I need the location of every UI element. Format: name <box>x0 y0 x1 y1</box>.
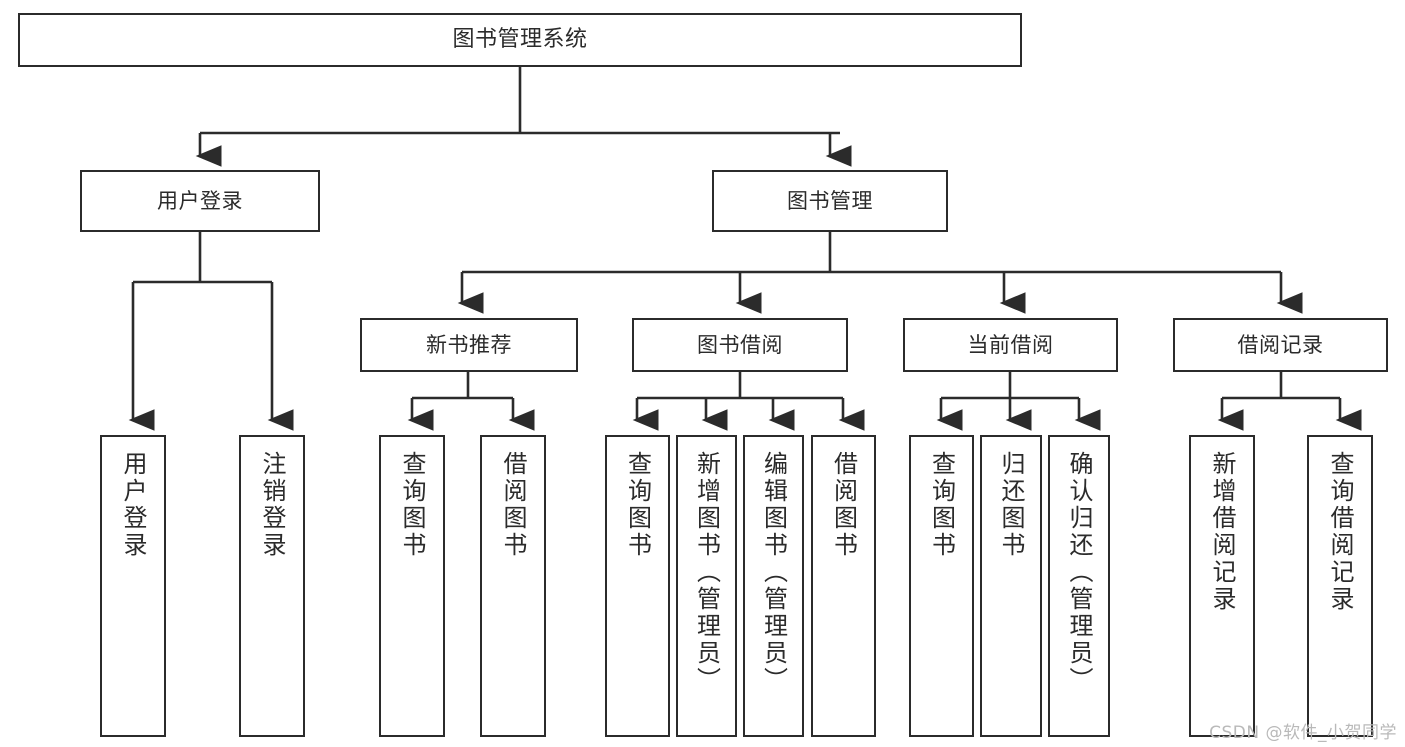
leaf-query-borrow-record-label: 查询借阅记录 <box>1326 451 1354 613</box>
leaf-query-book-3-label: 查询图书 <box>927 451 956 559</box>
leaf-edit-book[interactable]: 编辑图书（管理员） <box>743 435 804 737</box>
leaf-borrow-book-1-label: 借阅图书 <box>499 451 527 559</box>
leaf-user-login-label: 用户登录 <box>119 451 147 559</box>
leaf-add-book[interactable]: 新增图书（管理员） <box>676 435 737 737</box>
leaf-query-book-1[interactable]: 查询图书 <box>379 435 445 737</box>
node-borrow-record-label: 借阅记录 <box>1237 332 1324 357</box>
leaf-query-book-3[interactable]: 查询图书 <box>909 435 974 737</box>
node-borrow-record[interactable]: 借阅记录 <box>1173 318 1388 372</box>
node-root-system-label: 图书管理系统 <box>452 27 588 53</box>
leaf-user-login[interactable]: 用户登录 <box>100 435 166 737</box>
leaf-borrow-book-2-label: 借阅图书 <box>829 451 858 559</box>
node-book-borrow[interactable]: 图书借阅 <box>632 318 848 372</box>
node-book-management[interactable]: 图书管理 <box>712 170 948 232</box>
leaf-add-borrow-record[interactable]: 新增借阅记录 <box>1189 435 1255 737</box>
node-user-login-label: 用户登录 <box>157 188 243 213</box>
leaf-return-book-label: 归还图书 <box>997 451 1025 559</box>
leaf-confirm-return-label: 确认归还（管理员） <box>1065 451 1093 694</box>
leaf-edit-book-label: 编辑图书（管理员） <box>759 451 788 694</box>
leaf-add-book-label: 新增图书（管理员） <box>692 451 721 694</box>
leaf-confirm-return[interactable]: 确认归还（管理员） <box>1048 435 1110 737</box>
leaf-logout-login-label: 注销登录 <box>258 451 286 559</box>
node-current-borrow-label: 当前借阅 <box>967 332 1054 357</box>
node-user-login[interactable]: 用户登录 <box>80 170 320 232</box>
leaf-query-book-1-label: 查询图书 <box>398 451 426 559</box>
leaf-add-borrow-record-label: 新增借阅记录 <box>1208 451 1236 613</box>
node-new-book-recommend[interactable]: 新书推荐 <box>360 318 578 372</box>
leaf-borrow-book-2[interactable]: 借阅图书 <box>811 435 876 737</box>
leaf-borrow-book-1[interactable]: 借阅图书 <box>480 435 546 737</box>
node-root-system[interactable]: 图书管理系统 <box>18 13 1022 67</box>
leaf-query-book-2-label: 查询图书 <box>623 451 652 559</box>
csdn-watermark: CSDN @软件_小贺同学 <box>1209 723 1397 743</box>
leaf-return-book[interactable]: 归还图书 <box>980 435 1042 737</box>
node-book-management-label: 图书管理 <box>787 188 873 213</box>
node-current-borrow[interactable]: 当前借阅 <box>903 318 1118 372</box>
leaf-query-book-2[interactable]: 查询图书 <box>605 435 670 737</box>
node-book-borrow-label: 图书借阅 <box>697 332 783 357</box>
node-new-book-recommend-label: 新书推荐 <box>426 332 512 357</box>
leaf-logout-login[interactable]: 注销登录 <box>239 435 305 737</box>
leaf-query-borrow-record[interactable]: 查询借阅记录 <box>1307 435 1373 737</box>
